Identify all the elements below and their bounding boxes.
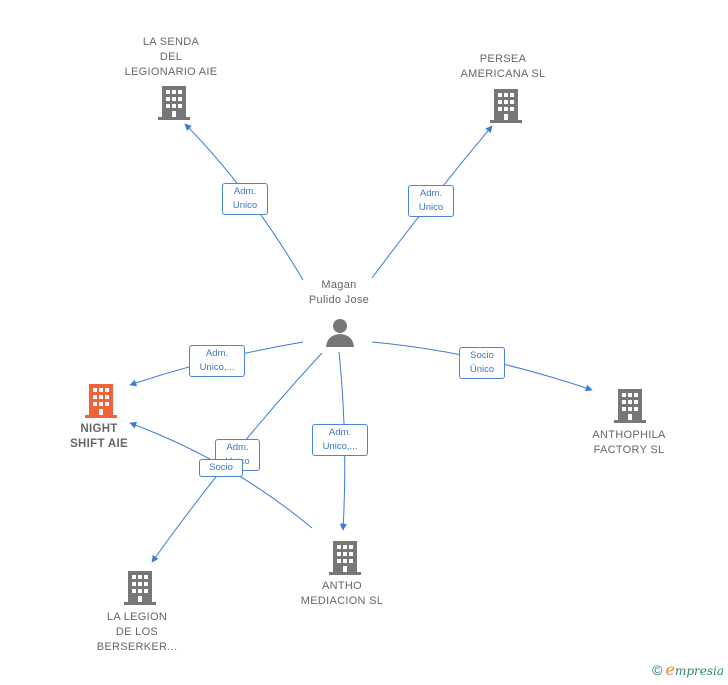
brand-logo[interactable]: empresia xyxy=(665,660,724,679)
node-label-antho[interactable]: ANTHO MEDIACION SL xyxy=(300,580,384,607)
brand-footer: © empresia xyxy=(652,660,724,679)
building-icon[interactable] xyxy=(613,388,647,424)
node-label-senda[interactable]: LA SENDA DEL LEGIONARIO AIE xyxy=(124,36,218,78)
node-label-anthophila[interactable]: ANTHOPHILA FACTORY SL xyxy=(592,429,666,456)
person-icon[interactable] xyxy=(324,316,356,348)
edge-label-to-antho[interactable]: Adm. Unico,... xyxy=(312,424,368,456)
copyright-icon: © xyxy=(652,661,663,678)
node-label-person[interactable]: Magan Pulido Jose xyxy=(308,279,370,306)
edge-label-to-night[interactable]: Adm. Unico,... xyxy=(189,345,245,377)
building-icon[interactable] xyxy=(328,540,362,576)
building-icon[interactable] xyxy=(123,570,157,606)
edge-label-to-anthophila[interactable]: Socio Único xyxy=(459,347,505,379)
edge-label-to-senda[interactable]: Adm. Unico xyxy=(222,183,268,215)
node-label-persea[interactable]: PERSEA AMERICANA SL xyxy=(460,53,546,80)
node-label-legion[interactable]: LA LEGION DE LOS BERSERKER... xyxy=(96,611,178,653)
building-icon[interactable] xyxy=(157,85,191,121)
node-label-night-shift[interactable]: NIGHT SHIFT AIE xyxy=(70,423,128,450)
edge-label-to-persea[interactable]: Adm. Unico xyxy=(408,185,454,217)
edge-label-socio[interactable]: Socio xyxy=(199,459,243,477)
building-icon[interactable] xyxy=(489,88,523,124)
building-icon[interactable] xyxy=(84,383,118,419)
